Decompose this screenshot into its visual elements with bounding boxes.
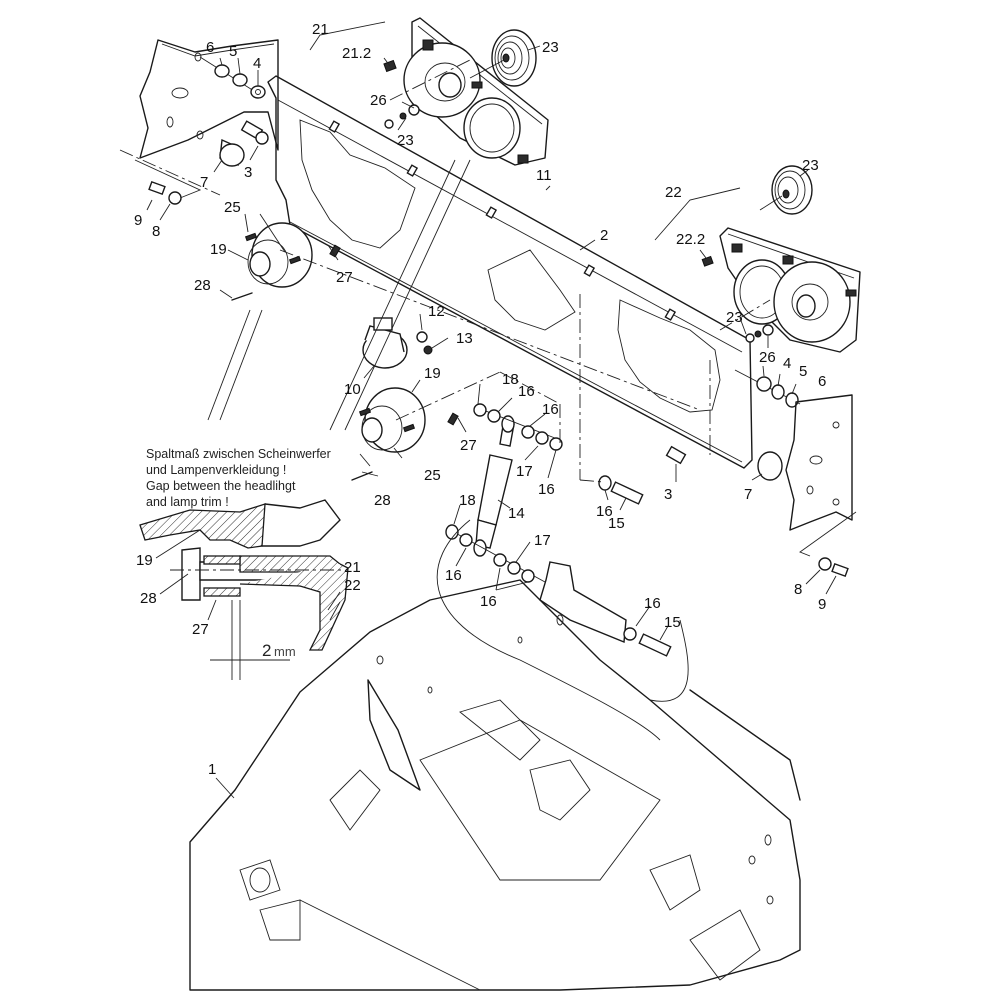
reference-lines <box>119 59 771 741</box>
lamp-trim-right <box>719 227 861 353</box>
washer-4 <box>250 85 266 99</box>
callout-4: 4 <box>783 355 791 372</box>
callout-6: 6 <box>818 373 826 390</box>
callout-8: 8 <box>794 581 802 598</box>
callout-7: 7 <box>744 486 752 503</box>
callout-10: 10 <box>344 381 361 398</box>
callout-22: 22 <box>665 184 682 201</box>
callout-16: 16 <box>542 401 559 418</box>
callout-16: 16 <box>596 503 613 520</box>
callout-15: 15 <box>664 614 681 631</box>
washer-26-b <box>762 324 774 336</box>
callout-2: 2 <box>600 227 608 244</box>
callout-9: 9 <box>134 212 142 229</box>
callout-18: 18 <box>502 371 519 388</box>
callout-25: 25 <box>224 199 241 216</box>
note-line-en-1: Gap between the headlihgt <box>146 479 296 493</box>
callout-28: 28 <box>374 492 391 509</box>
washer-26-a <box>408 104 420 116</box>
callout-23: 23 <box>397 132 414 149</box>
callout-22-section: 22 <box>344 577 361 594</box>
main-bracket <box>267 75 753 469</box>
dimension-annotation: 2 mm <box>262 641 296 660</box>
spiral-cover-right <box>759 165 813 215</box>
washers-upper-linkage <box>473 403 563 451</box>
callout-5: 5 <box>229 43 237 60</box>
spiral-cover-left <box>469 29 537 87</box>
callout-16: 16 <box>480 593 497 610</box>
callout-26: 26 <box>370 92 387 109</box>
callout-8: 8 <box>152 223 160 240</box>
callout-labels: 21 21.2 23 26 23 6 5 4 3 7 9 8 11 25 19 … <box>134 21 826 778</box>
left-side-panel <box>134 39 279 199</box>
washers-lower-linkage <box>445 524 546 583</box>
callout-leaders <box>146 21 837 799</box>
note-line-de-1: Spaltmaß zwischen Scheinwerfer <box>146 447 331 461</box>
callout-19: 19 <box>424 365 441 382</box>
callout-16: 16 <box>538 481 555 498</box>
callout-9: 9 <box>818 596 826 613</box>
fasteners-left <box>148 56 269 205</box>
washer-6 <box>214 64 230 78</box>
callout-27: 27 <box>460 437 477 454</box>
lever-arm <box>539 561 627 644</box>
headlight-19-top <box>231 222 341 301</box>
callout-17: 17 <box>534 532 551 549</box>
callout-23: 23 <box>542 39 559 56</box>
note-line-de-2: und Lampenverkleidung ! <box>146 463 287 477</box>
callout-21-section: 21 <box>344 559 361 576</box>
switch-10 <box>362 317 433 369</box>
callout-19: 19 <box>210 241 227 258</box>
callout-1: 1 <box>208 761 216 778</box>
callout-12: 12 <box>428 303 445 320</box>
callout-16: 16 <box>445 567 462 584</box>
callout-21: 21 <box>312 21 329 38</box>
callout-23: 23 <box>802 157 819 174</box>
callout-19-section: 19 <box>136 552 153 569</box>
callout-16: 16 <box>644 595 661 612</box>
callout-21-2: 21.2 <box>342 45 371 62</box>
note-line-en-2: and lamp trim ! <box>146 495 229 509</box>
right-side-panel <box>785 394 857 557</box>
nut-5 <box>232 73 248 87</box>
washer-8 <box>168 191 182 205</box>
callout-28-section: 28 <box>140 590 157 607</box>
callout-22-2: 22.2 <box>676 231 705 248</box>
callout-6: 6 <box>206 39 214 56</box>
dimension-value: 2 <box>262 641 271 660</box>
callout-11: 11 <box>536 167 552 184</box>
callout-3: 3 <box>664 486 672 503</box>
callout-27-section: 27 <box>192 621 209 638</box>
gas-strut-14 <box>473 415 515 557</box>
dimension-unit: mm <box>274 644 296 659</box>
headlight-19-bottom <box>351 387 459 481</box>
callout-23: 23 <box>726 309 743 326</box>
callout-13: 13 <box>456 330 473 347</box>
fasteners-right <box>598 369 849 578</box>
clip-22-2 <box>701 255 714 267</box>
callout-25: 25 <box>424 467 441 484</box>
callout-3: 3 <box>244 164 252 181</box>
callout-4: 4 <box>253 55 261 72</box>
section-detail <box>139 499 349 680</box>
frame-1 <box>189 579 801 991</box>
callout-15: 15 <box>608 515 625 532</box>
callout-26: 26 <box>759 349 776 366</box>
callout-5: 5 <box>799 363 807 380</box>
lamp-trim-left <box>403 17 549 166</box>
callout-16: 16 <box>518 383 535 400</box>
callout-18: 18 <box>459 492 476 509</box>
callout-28: 28 <box>194 277 211 294</box>
callout-7: 7 <box>200 174 208 191</box>
callout-14: 14 <box>508 505 525 522</box>
callout-17: 17 <box>516 463 533 480</box>
bolt-9 <box>148 180 166 196</box>
callout-27: 27 <box>336 269 353 286</box>
